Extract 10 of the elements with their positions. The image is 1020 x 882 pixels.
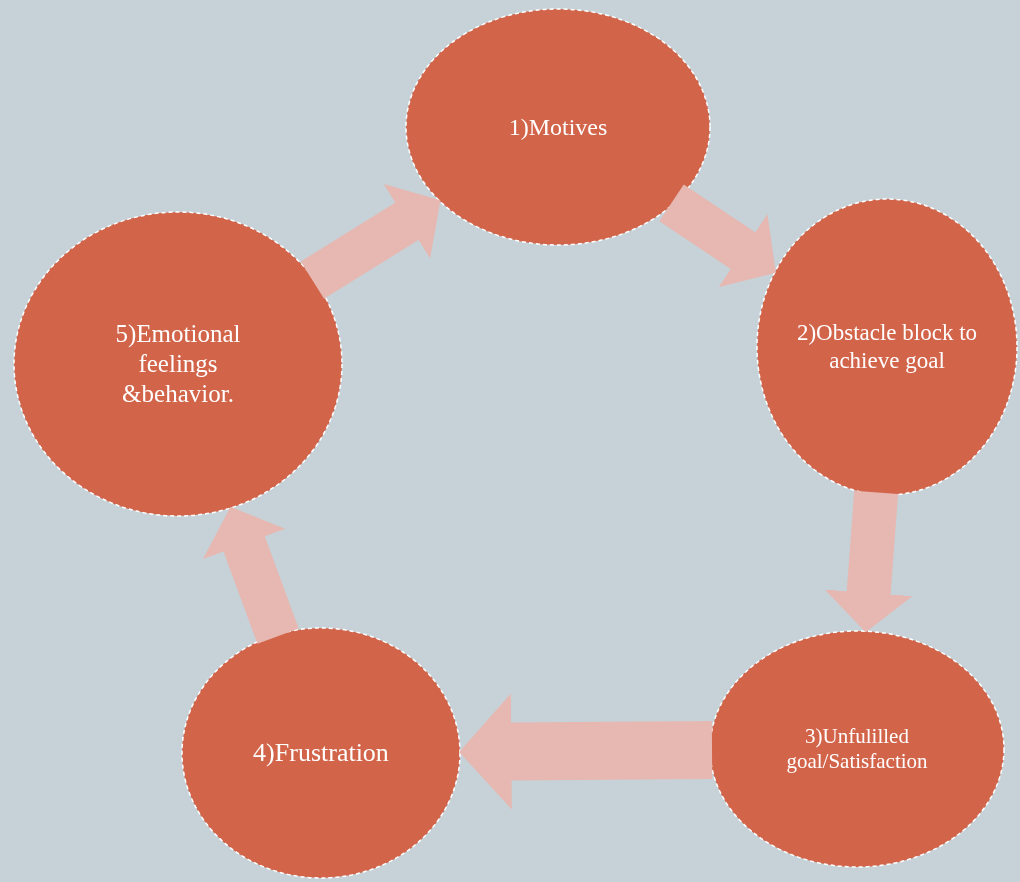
block-arrow <box>824 490 913 633</box>
step-label: 4)Frustration <box>253 737 389 769</box>
block-arrow <box>659 184 776 288</box>
step-label: 2)Obstacle block to achieve goal <box>795 319 979 375</box>
block-arrow <box>300 183 441 299</box>
step-label: 5)Emotional feelings &behavior. <box>114 319 242 409</box>
block-arrow <box>459 693 713 810</box>
block-arrow <box>202 506 299 644</box>
step-label: 3)Unfulilled goal/Satisfaction <box>785 723 929 775</box>
step-label: 1)Motives <box>508 112 608 142</box>
